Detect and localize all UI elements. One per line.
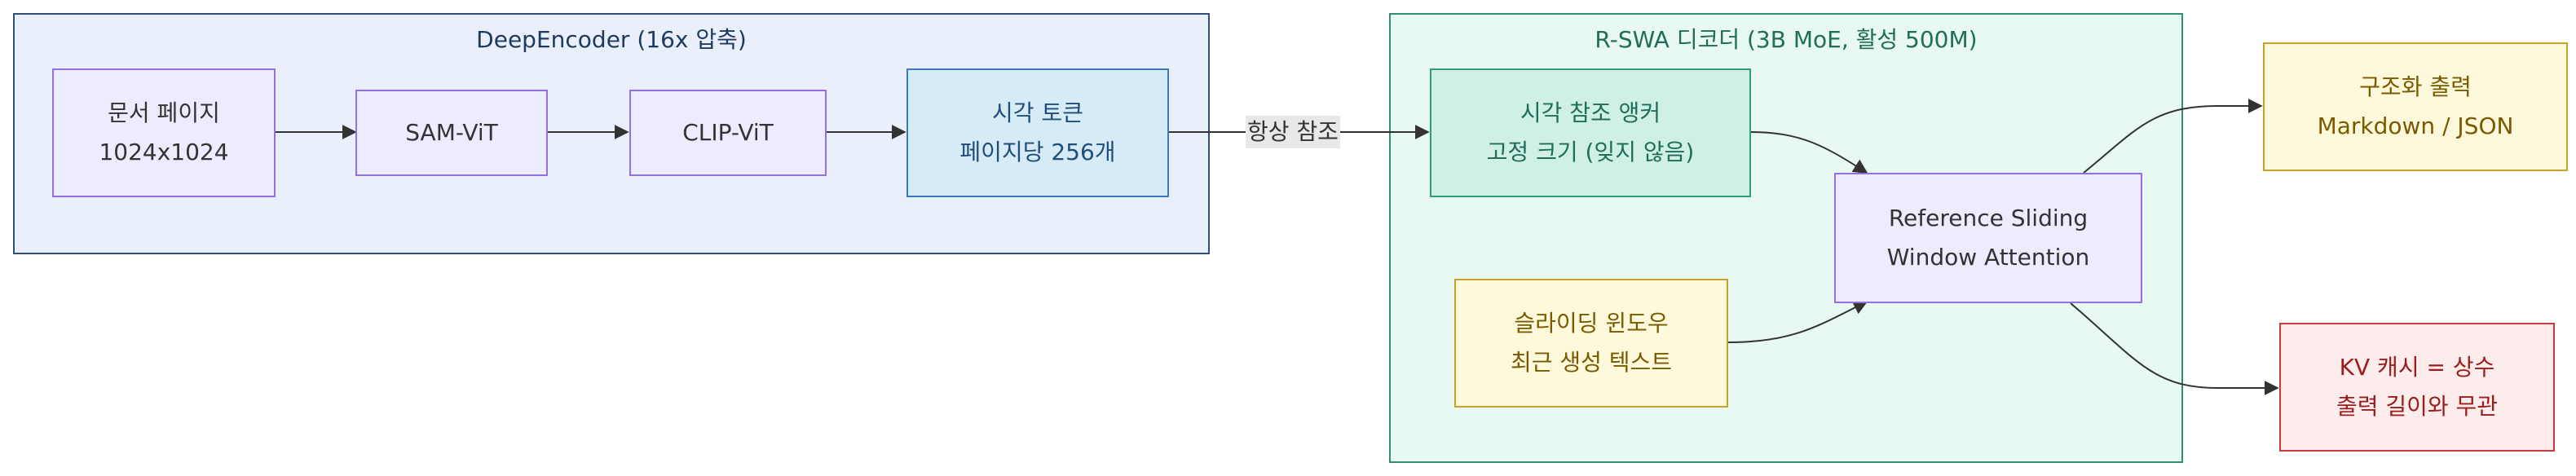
node-rswa: Reference Sliding Window Attention [1834, 173, 2142, 303]
node-visual-tokens: 시각 토큰 페이지당 256개 [906, 68, 1169, 197]
edge-anchor-to-rswa [1750, 131, 1868, 174]
node-structured-output: 구조화 출력 Markdown / JSON [2263, 42, 2568, 171]
node-visual-tokens-line1: 시각 토큰 [992, 99, 1083, 126]
node-visual-tokens-line2: 페이지당 256개 [959, 139, 1116, 165]
node-sliding-window-line2: 최근 생성 텍스트 [1510, 349, 1673, 376]
node-kv-cache-line2: 출력 길이와 무관 [2336, 393, 2499, 420]
node-sliding-window-line1: 슬라이딩 윈도우 [1514, 310, 1669, 337]
node-structured-output-line2: Markdown / JSON [2317, 112, 2514, 139]
node-doc-page-line1: 문서 페이지 [108, 99, 220, 126]
node-sam-vit: SAM-ViT [355, 90, 548, 176]
node-rswa-line1: Reference Sliding [1888, 205, 2089, 231]
edge-label-always-ref: 항상 참조 [1246, 116, 1340, 148]
node-sam-vit-line1: SAM-ViT [405, 119, 498, 146]
node-doc-page-line2: 1024x1024 [99, 139, 229, 165]
node-structured-output-line1: 구조화 출력 [2359, 73, 2472, 100]
node-visual-anchor: 시각 참조 앵커 고정 크기 (잊지 않음) [1430, 68, 1751, 197]
decoder-title: R-SWA 디코더 (3B MoE, 활성 500M) [1595, 26, 1978, 53]
edge-rswa-to-structured [2083, 99, 2263, 174]
node-clip-vit: CLIP-ViT [629, 90, 827, 176]
edge-window-to-rswa [1727, 301, 1868, 343]
node-visual-anchor-line1: 시각 참조 앵커 [1520, 99, 1661, 126]
node-kv-cache-line1: KV 캐시 = 상수 [2339, 354, 2495, 381]
node-doc-page: 문서 페이지 1024x1024 [52, 68, 276, 197]
deepencoder-title: DeepEncoder (16x 압축) [476, 26, 747, 53]
node-clip-vit-line1: CLIP-ViT [682, 119, 774, 146]
node-kv-cache: KV 캐시 = 상수 출력 길이와 무관 [2279, 323, 2555, 452]
node-sliding-window: 슬라이딩 윈도우 최근 생성 텍스트 [1454, 279, 1728, 408]
node-rswa-line2: Window Attention [1886, 244, 2090, 271]
edge-rswa-to-kv [2070, 302, 2279, 395]
node-visual-anchor-line2: 고정 크기 (잊지 않음) [1486, 139, 1695, 165]
